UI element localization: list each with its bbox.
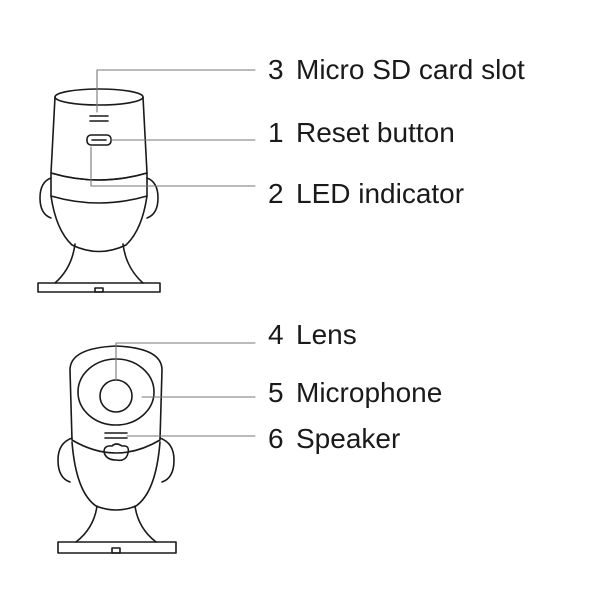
camera-front-base: [57, 541, 177, 554]
label-micro-sd-slot: 3 Micro SD card slot: [268, 56, 525, 84]
label-microphone: 5 Microphone: [268, 379, 442, 407]
leader-led: [90, 146, 256, 187]
front-leader-lines: [115, 342, 256, 437]
camera-back-bracket: [50, 195, 148, 253]
label-text: Speaker: [296, 423, 401, 454]
camera-back-neck: [54, 243, 144, 284]
label-text: LED indicator: [296, 178, 465, 209]
back-leader-lines: [90, 69, 256, 187]
label-text: Micro SD card slot: [296, 54, 525, 85]
camera-back-view: [37, 88, 161, 293]
label-number: 2: [268, 178, 284, 209]
label-speaker: 6 Speaker: [268, 425, 400, 453]
label-number: 5: [268, 377, 284, 408]
camera-back-base-screw: [94, 287, 104, 293]
leader-micro-sd: [96, 69, 256, 113]
camera-front-neck: [75, 505, 157, 543]
camera-back-base: [37, 282, 161, 293]
label-number: 1: [268, 117, 284, 148]
camera-front-view: [57, 345, 177, 554]
camera-front-base-screw: [111, 547, 121, 554]
camera-front-right-knob: [159, 437, 175, 483]
camera-back-band: [50, 172, 148, 204]
camera-front-bracket: [71, 441, 161, 511]
front-badge-mark: [103, 443, 130, 462]
lens-mark: [99, 379, 133, 413]
camera-back-left-knob: [39, 177, 52, 219]
label-lens: 4 Lens: [268, 321, 357, 349]
label-led-indicator: 2 LED indicator: [268, 180, 464, 208]
camera-back-body: [50, 96, 148, 181]
label-number: 4: [268, 319, 284, 350]
label-number: 6: [268, 423, 284, 454]
label-text: Microphone: [296, 377, 443, 408]
camera-back-right-knob: [146, 177, 159, 219]
label-text: Reset button: [296, 117, 455, 148]
label-text: Lens: [296, 319, 357, 350]
leader-lens: [115, 342, 256, 381]
label-reset-button: 1 Reset button: [268, 119, 455, 147]
camera-back-top-rim: [54, 88, 144, 106]
label-number: 3: [268, 54, 284, 85]
camera-front-left-knob: [57, 437, 73, 483]
